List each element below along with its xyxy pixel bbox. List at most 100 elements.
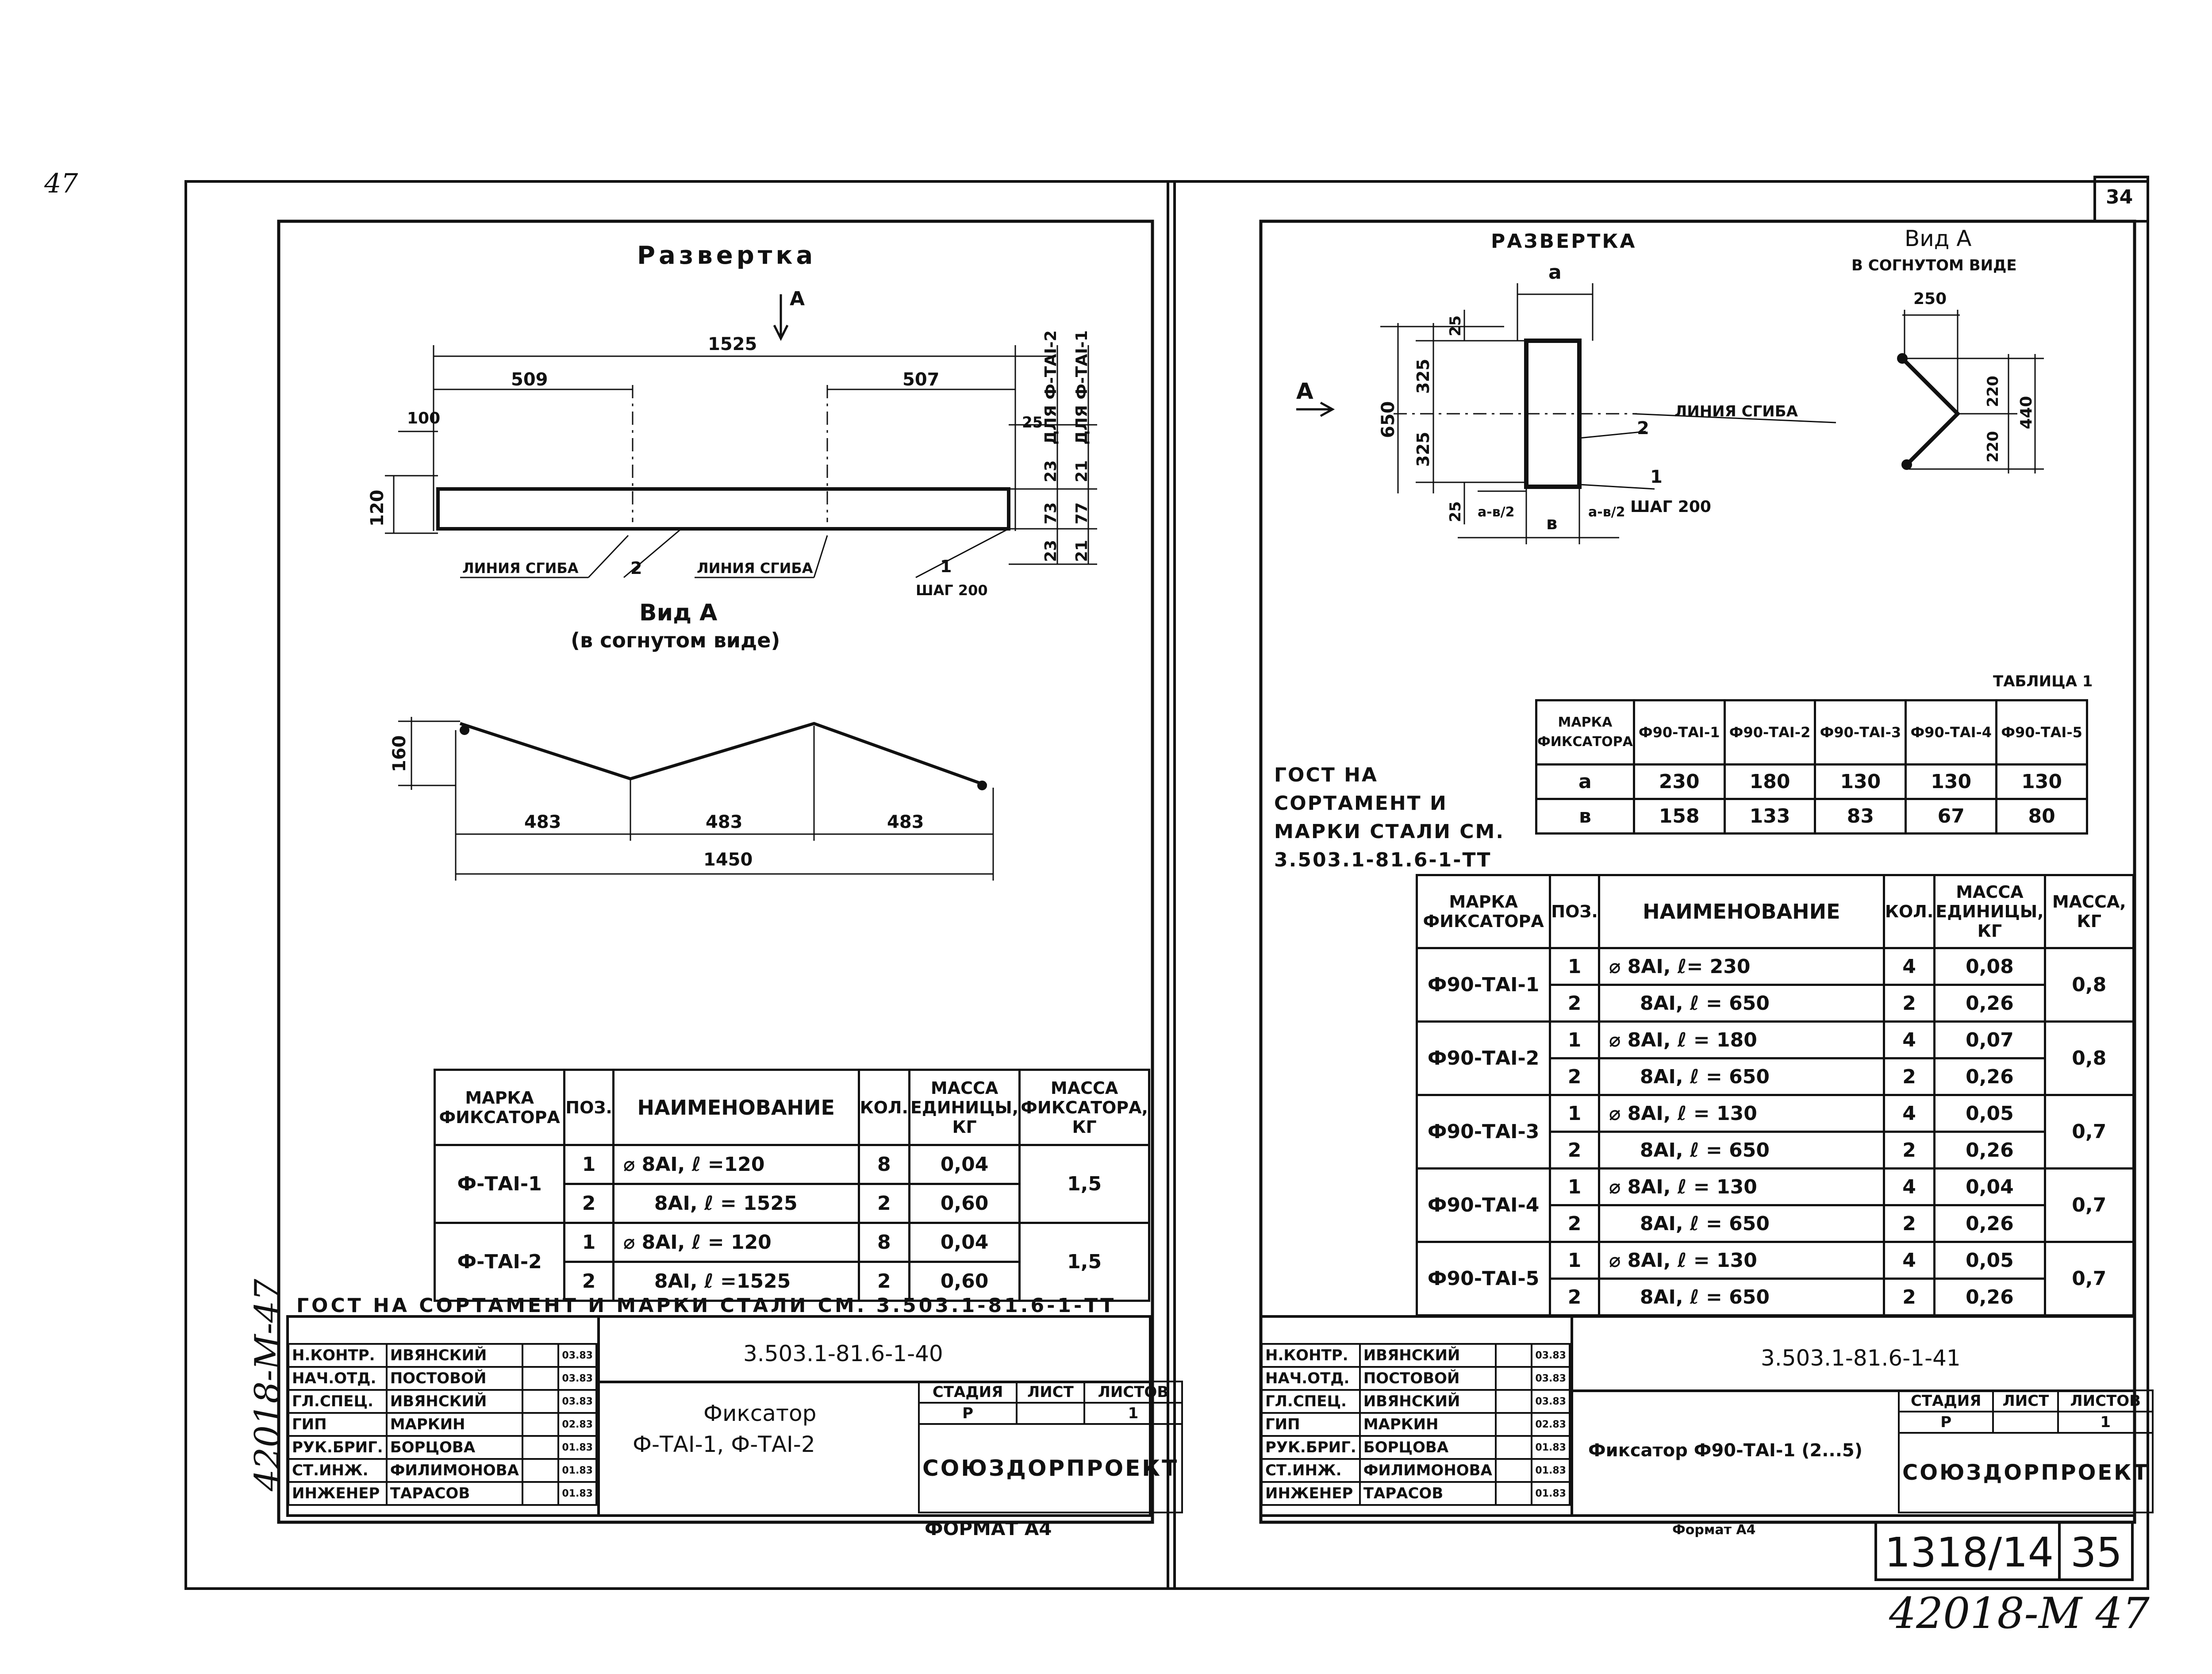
cell-name: 8АI, ℓ = 650 [1598,1057,1885,1096]
right-format-label: Формат А4 [1672,1522,1756,1538]
name: ПОСТОВОЙ [1359,1366,1497,1391]
sheets-value: 1 [2057,1411,2154,1434]
cell-qty: 8 [857,1144,910,1185]
right-razvertka-title: РАЗВЕРТКА [1491,230,1637,253]
cell-pos: 2 [1549,1278,1600,1316]
role: Н.КОНТР. [288,1343,388,1368]
cell-unit: 0,07 [1933,1020,2046,1059]
left-inner-frame [277,219,1154,1524]
right-pos-2: 2 [1637,418,1649,439]
cell-qty: 4 [1882,1094,1936,1133]
left-gost-note: ГОСТ НА СОРТАМЕНТ И МАРКИ СТАЛИ СМ. 3.50… [296,1294,1117,1317]
for-ft1: ДЛЯ Ф-ТАI-1 [1073,330,1091,445]
for-ft2: ДЛЯ Ф-ТАI-2 [1042,330,1060,445]
dim-25-top: 25 [1447,315,1464,336]
hand-code: 42018-М 47 [1889,1589,2150,1638]
cell-pos: 2 [563,1261,614,1302]
table-row: в 158 133 83 67 80 [1535,798,2088,835]
step-label: ШАГ 200 [916,582,988,599]
sheet-header: ЛИСТ [1992,1389,2059,1412]
dim-100: 100 [407,409,441,427]
cell-qty: 8 [857,1222,910,1263]
t1-row-label: а [1535,763,1635,800]
cell-mark: Ф90-ТАI-4 [1415,1167,1551,1243]
dim-1525: 1525 [708,334,757,354]
dim-507: 507 [902,369,940,390]
left-doc-title-2: Ф-ТАI-1, Ф-ТАI-2 [633,1432,815,1457]
sheet-number-box [2093,176,2149,223]
cell-unit: 0,05 [1933,1094,2046,1133]
name: БОРЦОВА [385,1435,523,1460]
left-view-title: Вид А [639,600,718,626]
dim-ab2-right: а-в/2 [1588,504,1625,520]
cell-mark: Ф-ТАI-2 [433,1222,566,1302]
left-view-subtitle: (в согнутом виде) [571,628,780,652]
right-table-1: МАРКА ФИКСАТОРА Ф90-ТАI-1 Ф90-ТАI-2 Ф90-… [1535,699,2088,835]
dim-1450: 1450 [703,850,753,870]
name: МАРКИН [385,1412,523,1437]
left-side-stamp: 42018-М-47 [248,1279,288,1491]
cell-unit: 0,26 [1933,1278,2046,1316]
date: 01.83 [557,1458,597,1483]
t1-row-label: в [1535,798,1635,835]
name: ИВЯНСКИЙ [1359,1389,1497,1414]
name: ТАРАСОВ [385,1481,523,1506]
name: ИВЯНСКИЙ [385,1389,523,1414]
dim-73: 73 [1042,502,1060,524]
role: РУК.БРИГ. [1261,1435,1361,1460]
dim-483-2: 483 [706,812,743,832]
dim-440: 440 [2017,396,2035,429]
date: 03.83 [1531,1366,1571,1391]
t1-cell: 180 [1723,763,1816,800]
cell-unit: 0,04 [908,1144,1021,1185]
sheet-value [1016,1402,1085,1425]
cell-name: 8АI, ℓ = 650 [1598,1131,1885,1170]
dim-220-b: 220 [1984,431,2002,462]
cell-unit: 0,04 [1933,1167,2046,1206]
pos-1-label: 1 [940,557,952,576]
role: ИНЖЕНЕР [288,1481,388,1506]
right-view-A-marker: А [1296,378,1313,404]
bend-line-label-1: ЛИНИЯ СГИБА [462,560,579,577]
role: НАЧ.ОТД. [288,1366,388,1391]
date: 03.83 [557,1343,597,1368]
dim-b: в [1546,513,1558,534]
cell-name: ⌀ 8АI, ℓ= 230 [1598,947,1885,986]
cell-qty: 4 [1882,947,1936,986]
right-tb-hline [1571,1389,2135,1392]
dim-483-1: 483 [524,812,561,832]
right-pos-1: 1 [1650,467,1663,487]
role: РУК.БРИГ. [288,1435,388,1460]
stage-header: СТАДИЯ [918,1381,1018,1404]
role: ГИП [1261,1412,1361,1437]
table-row: а 230 180 130 130 130 [1535,763,2088,800]
cell-name: ⌀ 8АI, ℓ =120 [612,1144,860,1185]
cell-pos: 2 [1549,1057,1600,1096]
cell-mass: 0,8 [2043,1020,2135,1096]
cell-unit: 0,05 [1933,1241,2046,1280]
cell-qty: 2 [857,1183,910,1224]
stage-value: Р [1897,1411,1994,1434]
cell-mass: 1,5 [1018,1222,1150,1302]
dim-a: а [1548,261,1562,284]
cell-qty: 4 [1882,1167,1936,1206]
sheet-header: ЛИСТ [1016,1381,1085,1404]
bend-line-label-2: ЛИНИЯ СГИБА [697,560,813,577]
t1-th-4: Ф90-ТАI-4 [1905,699,1998,766]
cell-qty: 2 [1882,1278,1936,1316]
cell-mass: 0,8 [2043,947,2135,1023]
th-mark: МАРКА ФИКСАТОРА [433,1069,566,1146]
left-tb-divider [597,1316,600,1516]
right-bend-line-label: ЛИНИЯ СГИБА [1674,403,1798,420]
right-org-name: СОЮЗДОРПРОЕКТ [1897,1432,2154,1513]
cell-name: ⌀ 8АI, ℓ = 130 [1598,1167,1885,1206]
cell-mark: Ф90-ТАI-5 [1415,1241,1551,1316]
th-mass: МАССА ФИКСАТОРА, КГ [1018,1069,1150,1146]
date: 01.83 [1531,1481,1571,1506]
